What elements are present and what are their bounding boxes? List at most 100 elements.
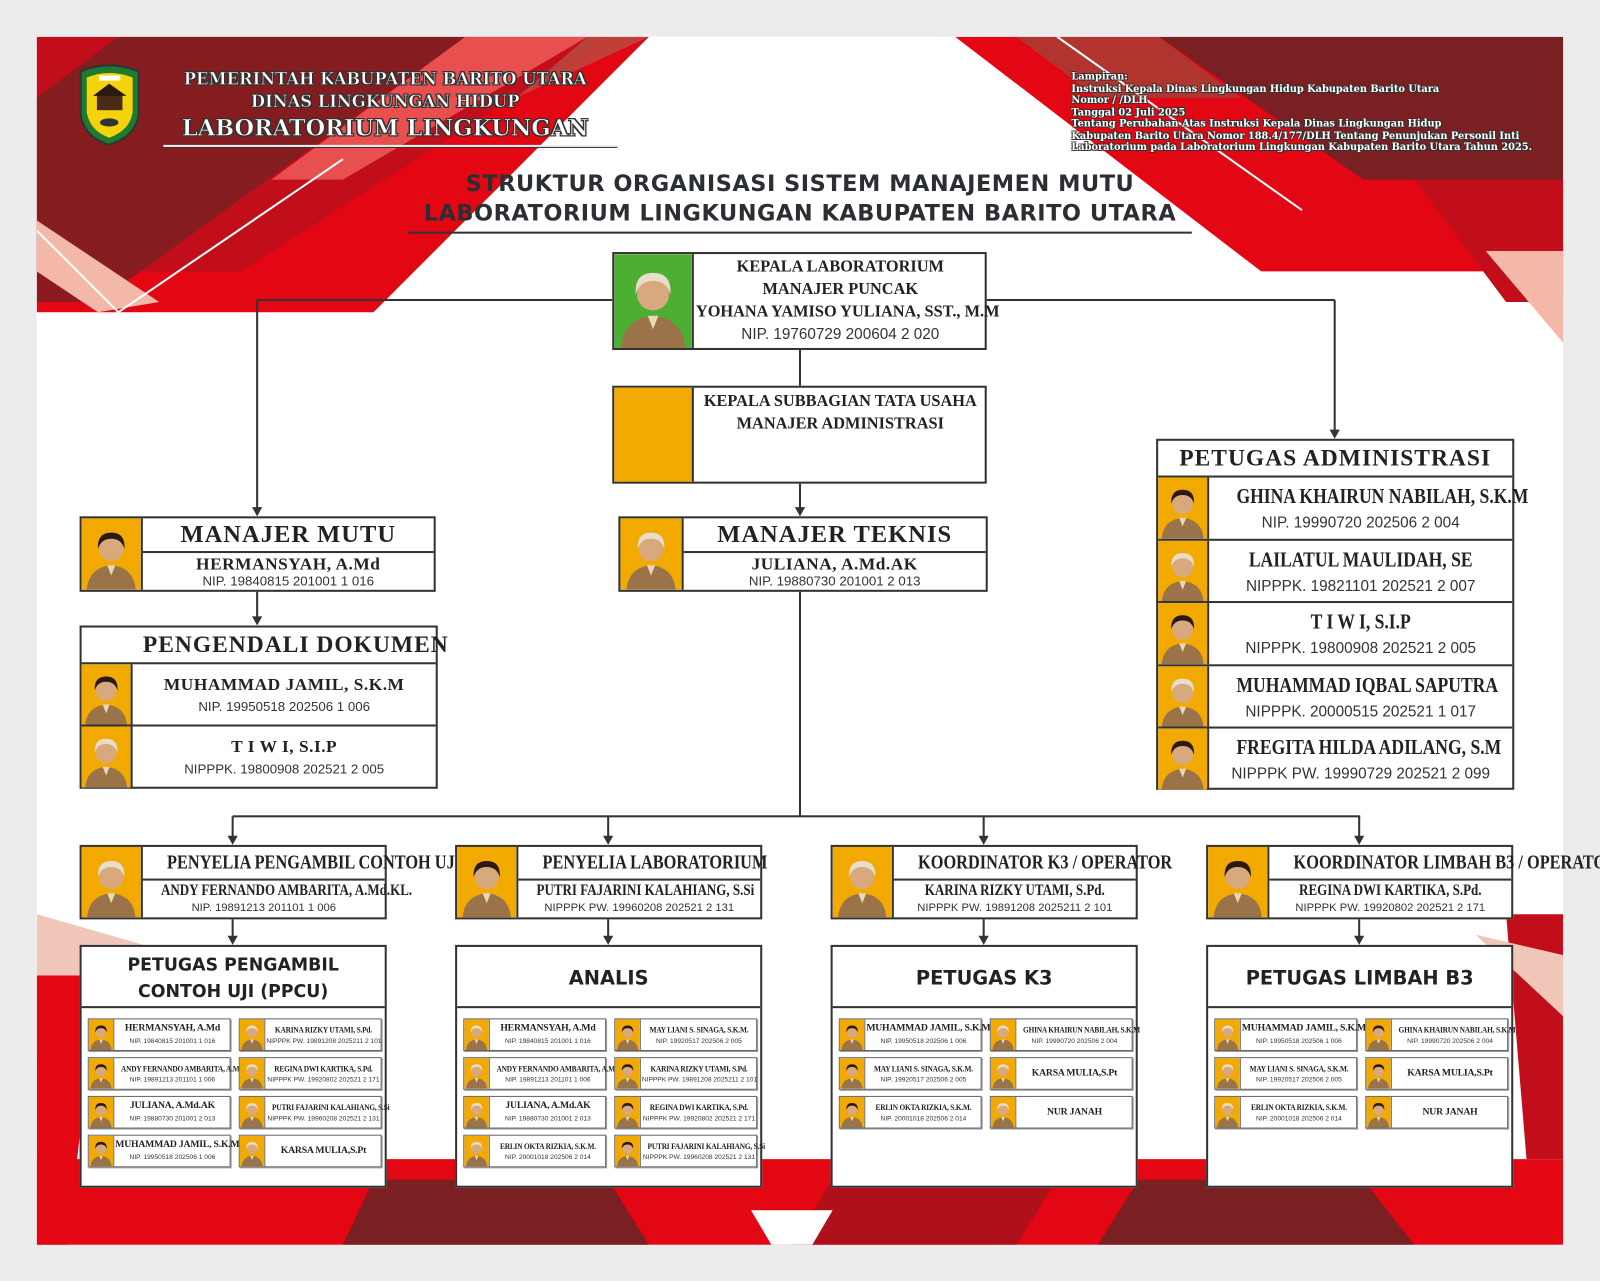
arrow-down-icon (1329, 429, 1340, 439)
lampiran-line: Instruksi Kepala Dinas Lingkungan Hidup … (1071, 83, 1440, 95)
header-agency: DINAS LINGKUNGAN HIDUP (250, 91, 520, 112)
role-header (81, 628, 436, 665)
connector-line (1358, 816, 1361, 837)
person-name: GHINA KHAIRUN NABILAH, S.K.M (1398, 1025, 1516, 1035)
team-member-card: REGINA DWI KARTIKA, S.Pd.NIPPPK PW. 1992… (238, 1057, 382, 1090)
person-photo (990, 1096, 1017, 1128)
person-photo (614, 254, 694, 348)
person-photo (81, 518, 143, 590)
person-name: GHINA KHAIRUN NABILAH, S.K.M (1023, 1025, 1140, 1035)
person-name: MUHAMMAD IQBAL SAPUTRA (1236, 671, 1499, 697)
person-nip: NIP. 20001018 202506 2 014 (505, 1154, 591, 1162)
person-photo (81, 846, 143, 918)
person-name: KARSA MULIA,S.Pt (1407, 1068, 1493, 1079)
group-header (1208, 947, 1512, 1009)
connector-line (982, 816, 985, 837)
person-nip: NIP. 19990720 202506 2 004 (1407, 1037, 1493, 1045)
arrow-down-icon (1354, 935, 1365, 945)
person-nip: NIP. 19840815 201001 1 016 (505, 1037, 591, 1045)
person-photo (990, 1058, 1017, 1089)
person-name: MUHAMMAD JAMIL, S.K.M (115, 1139, 240, 1150)
team-member-card: GHINA KHAIRUN NABILAH, S.K.M NIP. 1999072… (989, 1018, 1140, 1052)
person-nip: NIPPPK. 19800908 202521 2 005 (1245, 639, 1477, 658)
person-nip: NIPPPK PW. 19920802 202521 2 171 (642, 1115, 756, 1123)
person-nip: NIPPPK PW. 19891208 2025211 2 101 (641, 1076, 758, 1084)
role-title: KEPALA LABORATORIUM (736, 258, 944, 276)
arrow-down-icon (252, 507, 263, 517)
role-header (518, 847, 761, 881)
team-member-card: NUR JANAH (989, 1095, 1133, 1129)
role-header (683, 518, 986, 554)
lampiran-line: Tanggal 02 Juli 2025 (1071, 106, 1186, 118)
person-name: HERMANSYAH, A.Md (124, 1023, 221, 1034)
person-nip: NIP. 19990720 202506 2 004 (1031, 1037, 1118, 1045)
person-nip: NIP. 19891213 201101 1 006 (129, 1076, 216, 1084)
person-nip: NIPPPK PW. 19990729 202521 2 099 (1231, 765, 1491, 783)
connector-line (798, 590, 802, 817)
person-name: KARINA RIZKY UTAMI, S.Pd. (924, 882, 1105, 899)
person-nip: NIP. 19950518 202506 1 006 (1256, 1037, 1342, 1045)
team-member-card: ANDY FERNANDO AMBARITA, A.Md.KL.NIP. 198… (463, 1057, 633, 1090)
person-nip: NIPPPK PW. 19891208 2025211 2 101 (266, 1037, 382, 1045)
person-nip: NIP. 19920517 202506 2 005 (880, 1076, 967, 1084)
person-photo (88, 1096, 115, 1128)
team-member-card: MUHAMMAD JAMIL, S.K.M NIP. 19950518 20250… (838, 1018, 991, 1052)
connector-line (231, 918, 234, 937)
arrow-down-icon (1354, 835, 1365, 845)
person-name: ANDY FERNANDO AMBARITA, A.Md.KL. (496, 1064, 633, 1074)
team-member-card: NUR JANAH (1365, 1095, 1509, 1129)
person-nip: NIP. 19950518 202506 1 006 (880, 1037, 967, 1045)
person-photo (457, 846, 519, 918)
row-divider (81, 724, 436, 727)
person-photo (88, 1135, 115, 1167)
person-nip: NIP. 19990720 202506 2 004 (1261, 514, 1460, 532)
person-photo (620, 518, 684, 590)
person-name: ERLIN OKTA RIZKIA, S.K.M. (1251, 1103, 1347, 1113)
connector-line (798, 482, 802, 509)
person-photo (1215, 1058, 1241, 1089)
person-name: ANDY FERNANDO AMBARITA, A.Md.KL. (160, 882, 413, 899)
connector-line (257, 298, 613, 302)
person-photo (1208, 846, 1270, 918)
person-nip: NIP. 20001018 202506 2 014 (880, 1115, 967, 1123)
group-title: PETUGAS LIMBAH B3 (1245, 967, 1474, 990)
arrow-down-icon (227, 835, 238, 845)
arrow-down-icon (227, 935, 238, 945)
person-photo (464, 1019, 490, 1050)
person-name: JULIANA, A.Md.AK (129, 1101, 215, 1112)
person-photo (239, 1135, 266, 1167)
header-government: PEMERINTAH KABUPATEN BARITO UTARA (183, 69, 587, 89)
arrow-down-icon (794, 507, 806, 517)
person-name: HERMANSYAH, A.Md (196, 554, 381, 574)
red-diagonal-decoration (36, 36, 1564, 1245)
person-name: REGINA DWI KARTIKA, S.Pd. (1299, 882, 1482, 899)
team-member-card: KARINA RIZKY UTAMI, S.Pd. NIPPPK PW. 1989… (614, 1057, 758, 1090)
role-header (1158, 441, 1513, 478)
person-photo (239, 1058, 266, 1089)
person-nip: NIP. 19760729 200604 2 020 (741, 325, 940, 343)
group-header (832, 947, 1136, 1009)
chart-title-line2: LABORATORIUM LINGKUNGAN KABUPATEN BARITO… (423, 201, 1177, 227)
petugas-administrasi-card: PETUGAS ADMINISTRASI GHINA KHAIRUN NABIL… (1156, 438, 1528, 790)
person-photo (239, 1096, 266, 1128)
person-name: MUHAMMAD JAMIL, S.K.M (866, 1023, 991, 1034)
person-name: KARINA RIZKY UTAMI, S.Pd. (650, 1064, 748, 1074)
person-name: YOHANA YAMISO YULIANA, SST., M.M (695, 303, 1000, 321)
row-divider (1158, 601, 1513, 604)
team-member-card: MAY LIANI S. SINAGA, S.K.M.NIP. 19920517… (614, 1018, 758, 1052)
person-name: PUTRI FAJARINI KALAHIANG, S.Si (536, 882, 755, 899)
person-photo (1158, 665, 1210, 728)
